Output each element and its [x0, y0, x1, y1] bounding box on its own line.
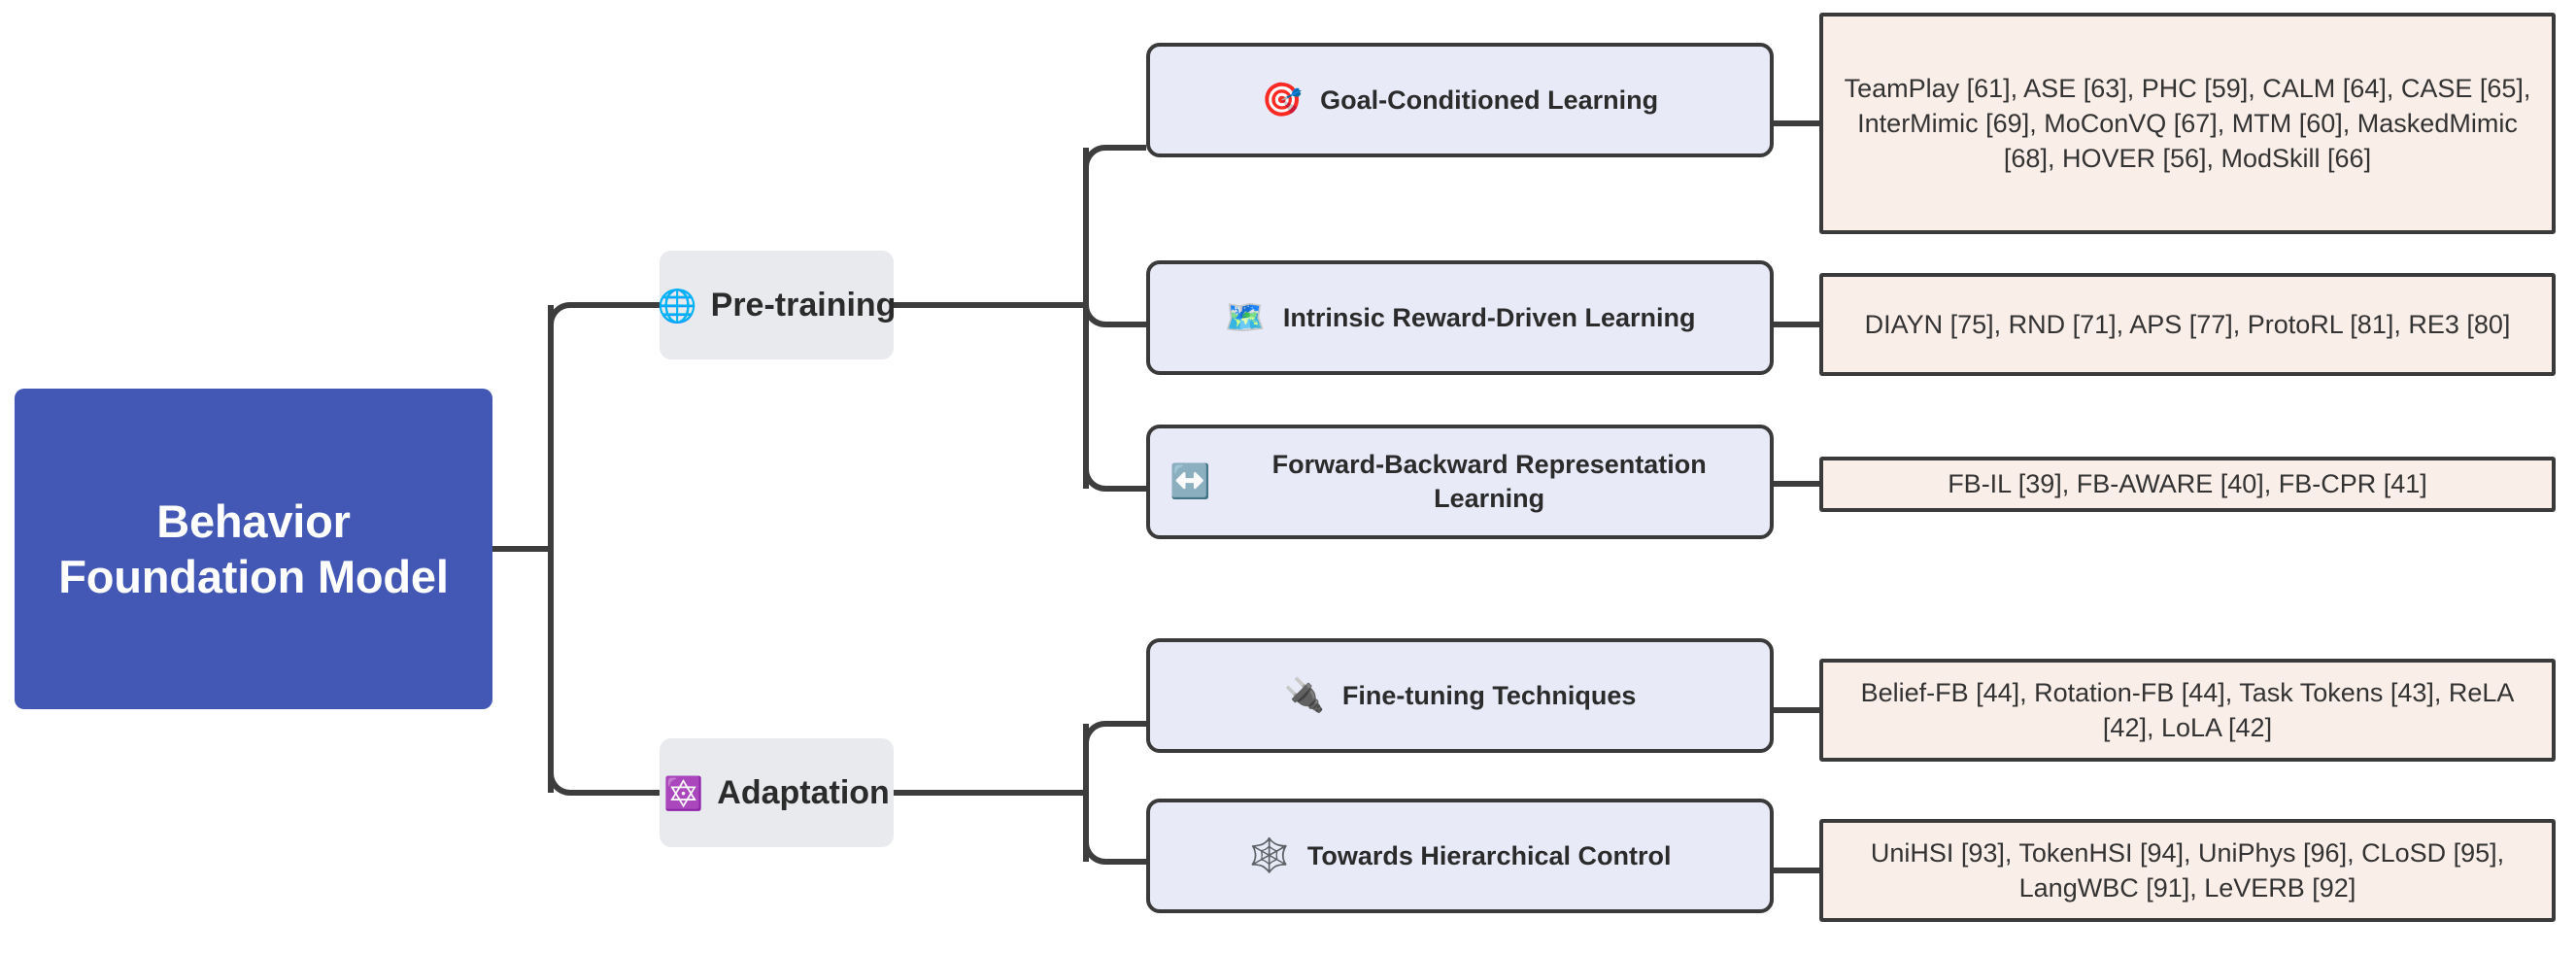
spider-web-icon: 🕸️	[1248, 837, 1290, 874]
topic-label-forward-backward-representation-learning: Forward-Backward Representation Learning	[1271, 450, 1707, 513]
reference-list-fine-tuning-techniques: Belief-FB [44], Rotation-FB [44], Task T…	[1860, 677, 2515, 742]
reference-list-goal-conditioned-learning: TeamPlay [61], ASE [63], PHC [59], CALM …	[1844, 73, 2531, 174]
topic-node-forward-backward-representation-learning[interactable]: ↔️ Forward-Backward Representation Learn…	[1146, 425, 1774, 539]
branch-label-pre-training: Pre-training	[710, 286, 897, 324]
six-pointed-star-icon: 🔯	[663, 774, 704, 811]
topic-node-intrinsic-reward-driven-learning[interactable]: 🗺️ Intrinsic Reward-Driven Learning	[1146, 260, 1774, 375]
electric-plug-icon: 🔌	[1283, 677, 1325, 714]
reference-list-forward-backward-representation-learning: FB-IL [39], FB-AWARE [40], FB-CPR [41]	[1948, 469, 2427, 499]
topic-label-fine-tuning-techniques: Fine-tuning Techniques	[1341, 680, 1637, 710]
topic-label-intrinsic-reward-driven-learning: Intrinsic Reward-Driven Learning	[1282, 302, 1696, 332]
connector-pretraining-topic3	[1083, 468, 1146, 492]
topic-node-fine-tuning-techniques[interactable]: 🔌 Fine-tuning Techniques	[1146, 638, 1774, 753]
branch-node-adaptation[interactable]: 🔯 Adaptation	[660, 738, 894, 847]
reference-box-forward-backward-representation-learning: FB-IL [39], FB-AWARE [40], FB-CPR [41]	[1819, 457, 2556, 512]
reference-box-fine-tuning-techniques: Belief-FB [44], Rotation-FB [44], Task T…	[1819, 659, 2556, 762]
connector-adaptation-topic2	[1083, 841, 1146, 865]
reference-list-towards-hierarchical-control: UniHSI [93], TokenHSI [94], UniPhys [96]…	[1870, 837, 2505, 903]
branch-label-adaptation: Adaptation	[717, 773, 890, 811]
connector-spine-pretraining	[548, 302, 660, 325]
topic-node-towards-hierarchical-control[interactable]: 🕸️ Towards Hierarchical Control	[1146, 799, 1774, 913]
left-right-arrow-icon: ↔️	[1169, 463, 1211, 500]
topic-label-goal-conditioned-learning: Goal-Conditioned Learning	[1320, 85, 1659, 115]
topic-label-towards-hierarchical-control: Towards Hierarchical Control	[1306, 840, 1672, 870]
branch-node-pre-training[interactable]: 🌐 Pre-training	[657, 251, 897, 359]
connector-pretraining-topic1	[1083, 145, 1146, 168]
root-node[interactable]: Behavior Foundation Model	[15, 389, 492, 709]
reference-box-towards-hierarchical-control: UniHSI [93], TokenHSI [94], UniPhys [96]…	[1819, 819, 2556, 922]
dart-target-icon: 🎯	[1261, 82, 1304, 119]
reference-box-intrinsic-reward-driven-learning: DIAYN [75], RND [71], APS [77], ProtoRL …	[1819, 273, 2556, 376]
reference-list-intrinsic-reward-driven-learning: DIAYN [75], RND [71], APS [77], ProtoRL …	[1864, 309, 2511, 339]
root-label: Behavior Foundation Model	[58, 494, 449, 602]
world-map-icon: 🗺️	[1224, 299, 1266, 336]
globe-icon: 🌐	[657, 287, 697, 324]
topic-node-goal-conditioned-learning[interactable]: 🎯 Goal-Conditioned Learning	[1146, 43, 1774, 157]
reference-box-goal-conditioned-learning: TeamPlay [61], ASE [63], PHC [59], CALM …	[1819, 13, 2556, 234]
connector-spine-adaptation	[548, 772, 660, 796]
connector-adaptation-topic1	[1083, 721, 1146, 744]
connector-pretraining-topic2	[1083, 304, 1146, 327]
